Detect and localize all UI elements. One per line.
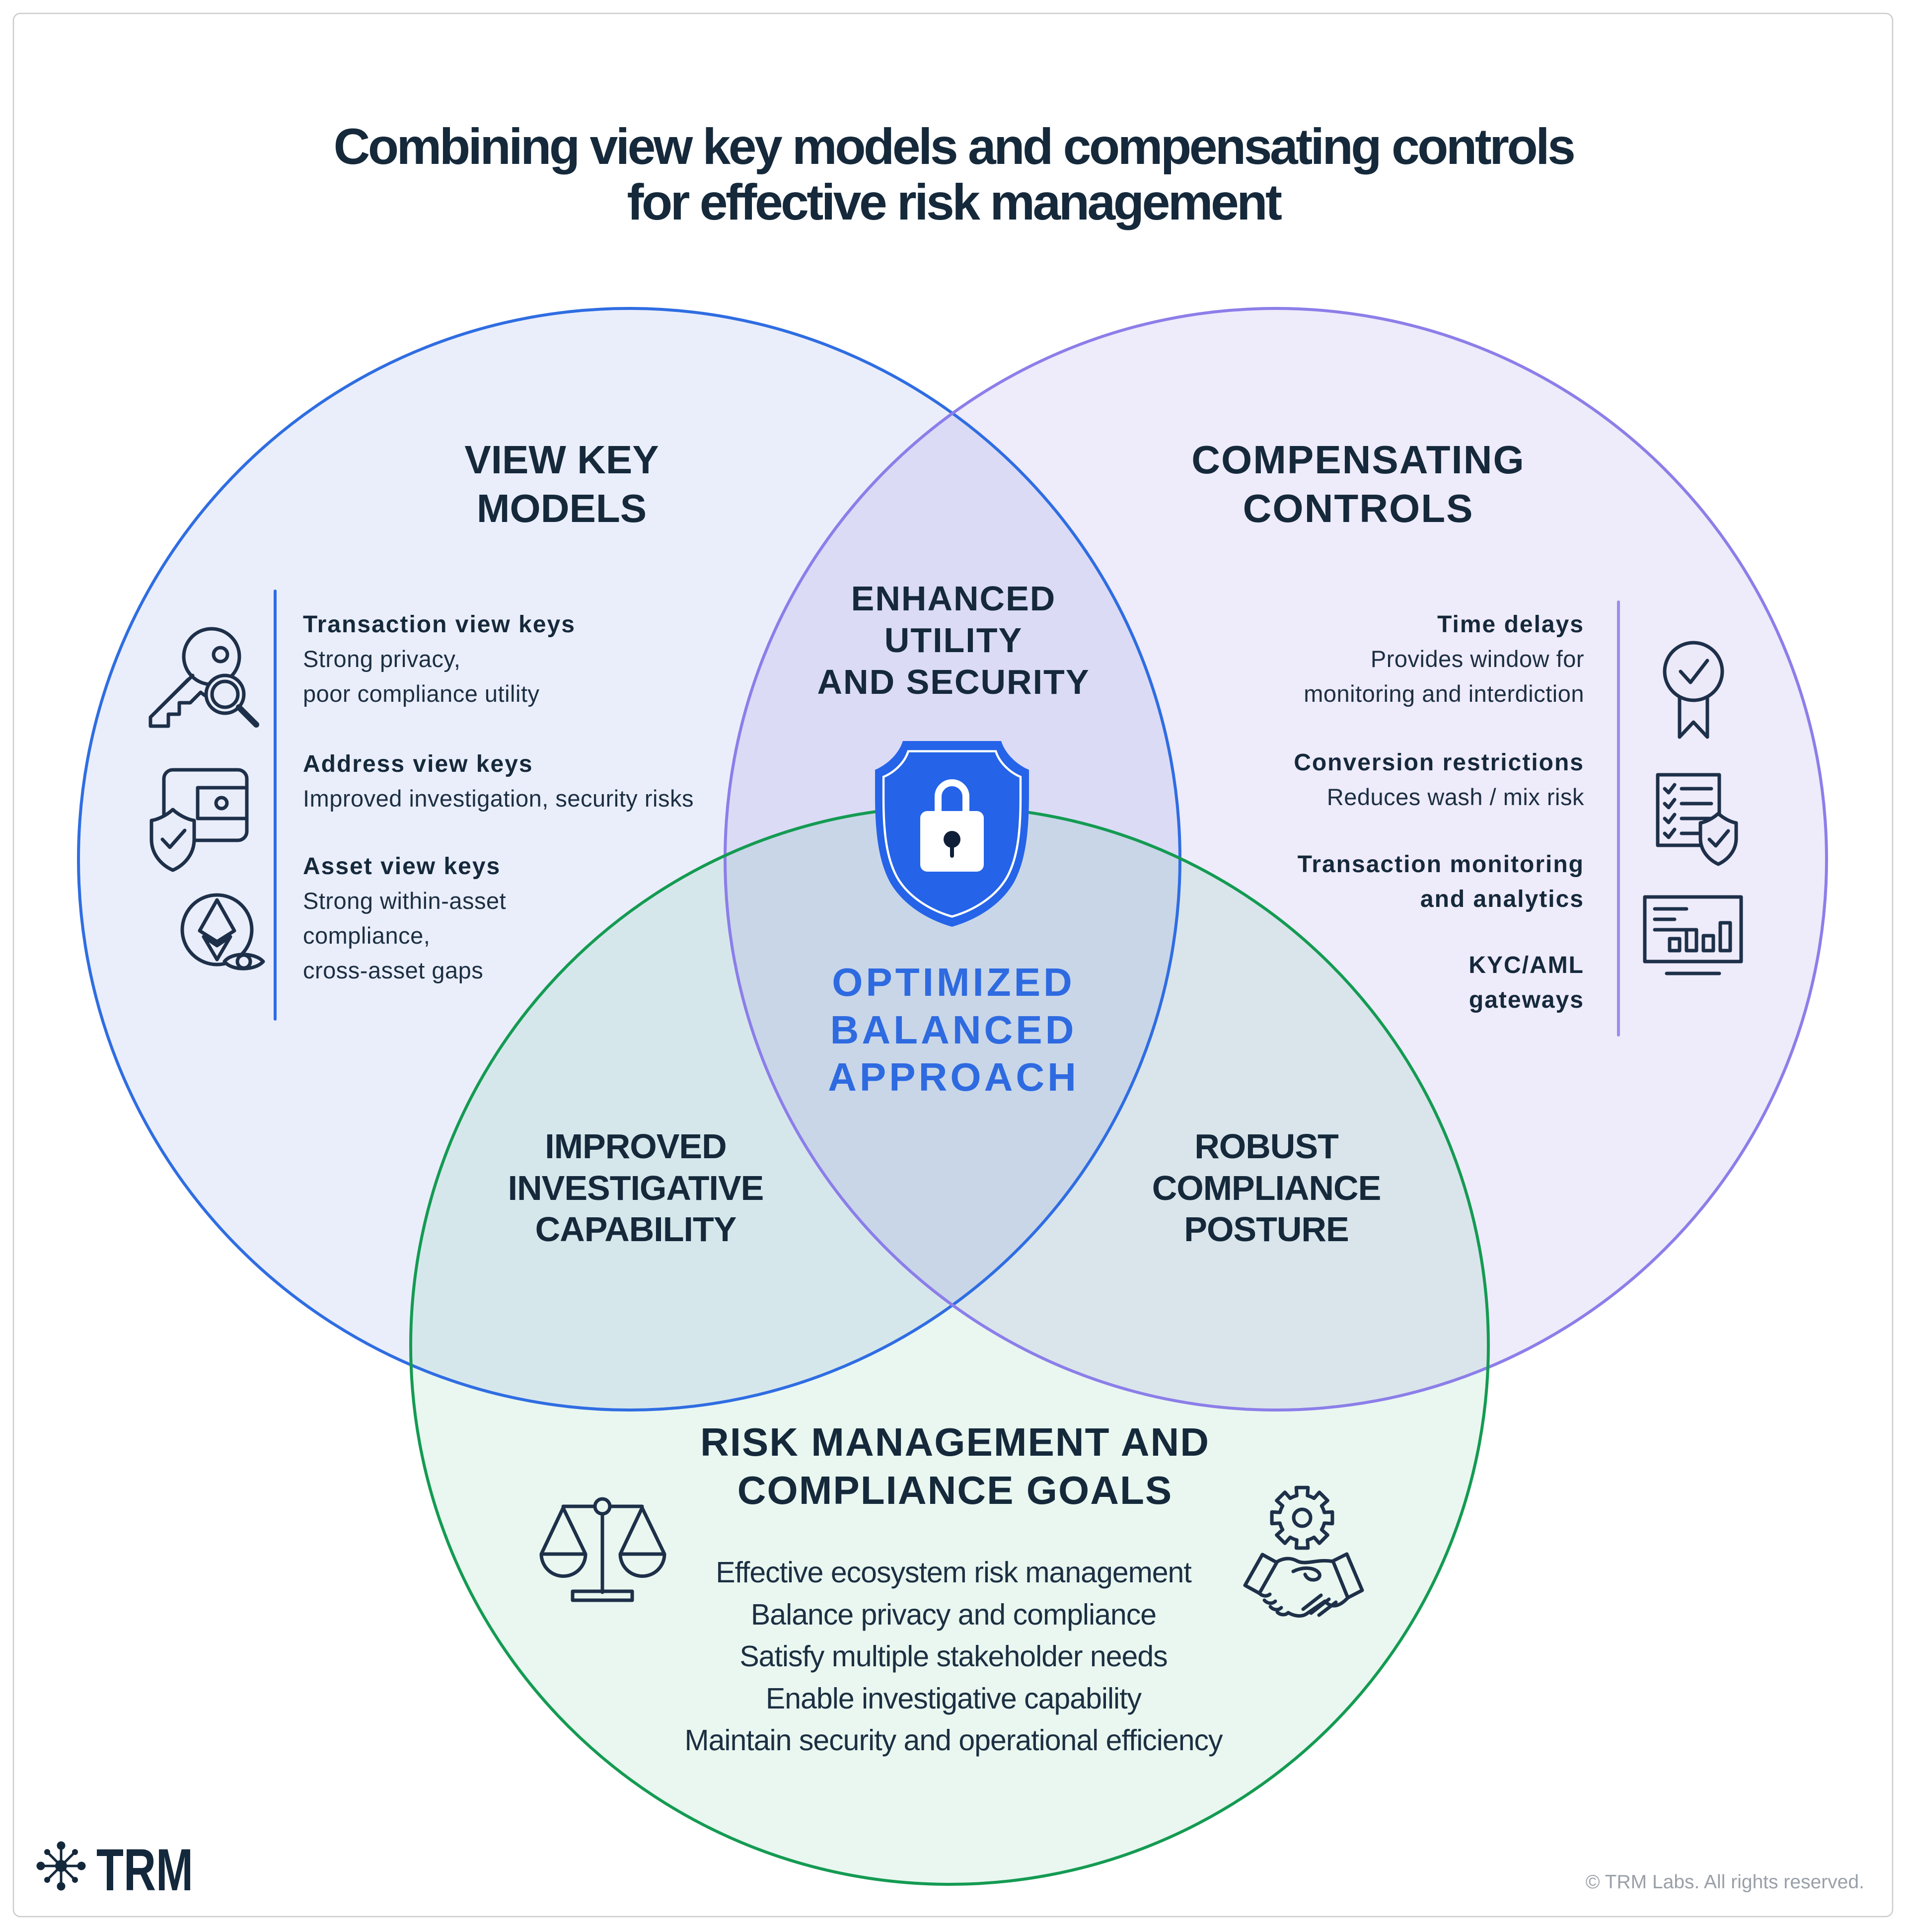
svg-text:Asset view keys: Asset view keys bbox=[303, 853, 501, 880]
svg-text:ENHANCED: ENHANCED bbox=[851, 579, 1056, 618]
svg-text:monitoring and interdiction: monitoring and interdiction bbox=[1304, 680, 1584, 707]
svg-text:Combining view key models and: Combining view key models and compensati… bbox=[334, 118, 1574, 175]
svg-text:INVESTIGATIVE: INVESTIGATIVE bbox=[508, 1169, 764, 1207]
svg-text:BALANCED: BALANCED bbox=[830, 1008, 1077, 1052]
svg-text:and analytics: and analytics bbox=[1420, 886, 1584, 912]
svg-text:Address view keys: Address view keys bbox=[303, 751, 533, 777]
svg-text:gateways: gateways bbox=[1469, 987, 1584, 1013]
svg-text:VIEW KEY: VIEW KEY bbox=[464, 438, 659, 482]
svg-text:Provides window for: Provides window for bbox=[1371, 646, 1584, 672]
svg-text:Improved investigation, securi: Improved investigation, security risks bbox=[303, 785, 694, 812]
svg-text:Transaction monitoring: Transaction monitoring bbox=[1298, 851, 1584, 878]
svg-text:COMPLIANCE: COMPLIANCE bbox=[1152, 1169, 1381, 1207]
svg-text:IMPROVED: IMPROVED bbox=[545, 1127, 726, 1166]
svg-text:Balance privacy and compliance: Balance privacy and compliance bbox=[751, 1598, 1156, 1631]
svg-text:© TRM Labs. All rights reserve: © TRM Labs. All rights reserved. bbox=[1586, 1871, 1864, 1893]
svg-text:COMPENSATING: COMPENSATING bbox=[1191, 438, 1525, 482]
svg-text:OPTIMIZED: OPTIMIZED bbox=[832, 960, 1075, 1004]
svg-text:POSTURE: POSTURE bbox=[1184, 1210, 1348, 1249]
svg-text:Strong privacy,: Strong privacy, bbox=[303, 646, 460, 672]
svg-text:Satisfy multiple stakeholder n: Satisfy multiple stakeholder needs bbox=[739, 1640, 1167, 1673]
svg-text:Strong within-asset: Strong within-asset bbox=[303, 888, 506, 914]
svg-text:Reduces wash / mix risk: Reduces wash / mix risk bbox=[1327, 784, 1584, 810]
svg-text:CONTROLS: CONTROLS bbox=[1243, 486, 1474, 530]
svg-text:KYC/AML: KYC/AML bbox=[1468, 952, 1584, 978]
svg-text:AND SECURITY: AND SECURITY bbox=[817, 663, 1090, 701]
svg-text:Effective ecosystem risk manag: Effective ecosystem risk management bbox=[716, 1556, 1191, 1589]
svg-text:Time delays: Time delays bbox=[1437, 611, 1584, 638]
svg-text:Transaction view keys: Transaction view keys bbox=[303, 611, 576, 638]
svg-text:cross-asset gaps: cross-asset gaps bbox=[303, 957, 483, 983]
svg-text:TRM: TRM bbox=[96, 1837, 193, 1903]
svg-text:MODELS: MODELS bbox=[477, 486, 647, 530]
svg-text:Maintain security and operatio: Maintain security and operational effici… bbox=[684, 1724, 1223, 1757]
svg-text:CAPABILITY: CAPABILITY bbox=[535, 1210, 736, 1249]
svg-text:RISK MANAGEMENT AND: RISK MANAGEMENT AND bbox=[700, 1420, 1210, 1464]
svg-text:Enable investigative capabilit: Enable investigative capability bbox=[766, 1682, 1142, 1715]
svg-text:UTILITY: UTILITY bbox=[884, 621, 1023, 660]
svg-text:COMPLIANCE GOALS: COMPLIANCE GOALS bbox=[737, 1468, 1173, 1512]
svg-text:APPROACH: APPROACH bbox=[828, 1055, 1079, 1099]
svg-text:poor compliance utility: poor compliance utility bbox=[303, 680, 540, 707]
svg-text:for effective risk management: for effective risk management bbox=[627, 174, 1282, 230]
svg-text:compliance,: compliance, bbox=[303, 922, 430, 949]
svg-text:Conversion restrictions: Conversion restrictions bbox=[1294, 749, 1584, 776]
svg-text:ROBUST: ROBUST bbox=[1194, 1127, 1338, 1166]
